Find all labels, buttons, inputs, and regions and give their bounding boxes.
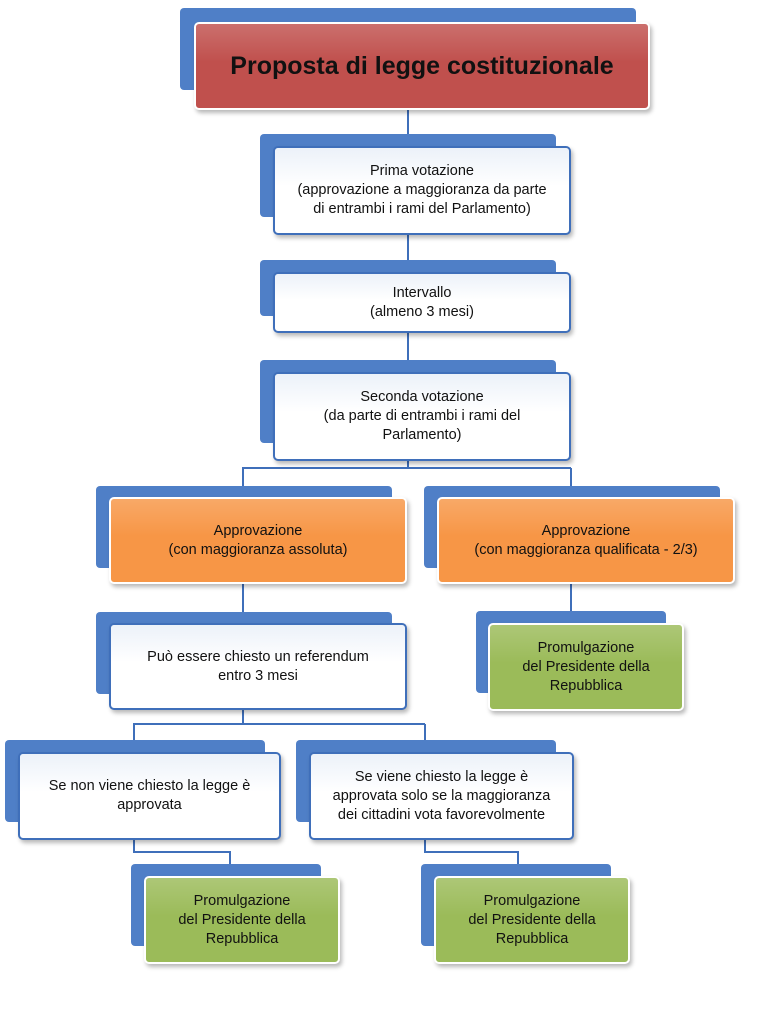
connector-seconda-approvazioni <box>242 459 409 496</box>
node-referendum: Può essere chiesto un referendum entro 3… <box>96 612 409 712</box>
connector-referendum-branches <box>133 709 244 752</box>
node-promulgazione-chiesto: Promulgazione del Presidente della Repub… <box>421 864 633 966</box>
text-non-chiesto: Se non viene chiesto la legge è approvat… <box>48 778 251 813</box>
text-seconda-votazione: Seconda votazione (da parte di entrambi … <box>323 389 521 443</box>
box-chiesto: Se viene chiesto la legge è approvata so… <box>309 752 574 840</box>
box-non-chiesto: Se non viene chiesto la legge è approvat… <box>18 752 281 840</box>
box-seconda-votazione: Seconda votazione (da parte di entrambi … <box>273 372 571 461</box>
node-promulgazione-non-chiesto: Promulgazione del Presidente della Repub… <box>131 864 343 966</box>
node-prima-votazione: Prima votazione (approvazione a maggiora… <box>260 134 573 236</box>
box-approvazione-qualificata: Approvazione (con maggioranza qualificat… <box>437 497 735 584</box>
text-referendum: Può essere chiesto un referendum entro 3… <box>147 648 369 684</box>
text-intervallo: Intervallo (almeno 3 mesi) <box>370 284 474 320</box>
text-promulgazione-qualificata: Promulgazione del Presidente della Repub… <box>522 639 650 694</box>
text-chiesto: Se viene chiesto la legge è approvata so… <box>332 768 551 823</box>
node-approvazione-qualificata: Approvazione (con maggioranza qualificat… <box>424 486 737 586</box>
box-prima-votazione: Prima votazione (approvazione a maggiora… <box>273 146 571 235</box>
diagram-title: Proposta di legge costituzionale <box>230 52 614 80</box>
text-prima-votazione: Prima votazione (approvazione a maggiora… <box>297 163 547 217</box>
box-promulgazione-chiesto: Promulgazione del Presidente della Repub… <box>434 876 630 964</box>
text-promulgazione-chiesto: Promulgazione del Presidente della Repub… <box>468 892 596 947</box>
box-intervallo: Intervallo (almeno 3 mesi) <box>273 272 571 333</box>
node-chiesto: Se viene chiesto la legge è approvata so… <box>296 740 576 842</box>
text-approvazione-assoluta: Approvazione (con maggioranza assoluta) <box>168 522 348 558</box>
node-promulgazione-qualificata: Promulgazione del Presidente della Repub… <box>476 611 686 713</box>
text-promulgazione-non-chiesto: Promulgazione del Presidente della Repub… <box>178 892 306 947</box>
node-seconda-votazione: Seconda votazione (da parte di entrambi … <box>260 360 573 462</box>
node-intervallo: Intervallo (almeno 3 mesi) <box>260 260 573 334</box>
node-approvazione-assoluta: Approvazione (con maggioranza assoluta) <box>96 486 409 586</box>
box-promulgazione-qualificata: Promulgazione del Presidente della Repub… <box>488 623 684 711</box>
box-approvazione-assoluta: Approvazione (con maggioranza assoluta) <box>109 497 407 584</box>
node-non-chiesto: Se non viene chiesto la legge è approvat… <box>5 740 283 842</box>
title-box: Proposta di legge costituzionale <box>194 22 650 110</box>
box-promulgazione-non-chiesto: Promulgazione del Presidente della Repub… <box>144 876 340 964</box>
title-node: Proposta di legge costituzionale <box>180 8 652 110</box>
box-referendum: Può essere chiesto un referendum entro 3… <box>109 623 407 710</box>
text-approvazione-qualificata: Approvazione (con maggioranza qualificat… <box>474 522 698 558</box>
